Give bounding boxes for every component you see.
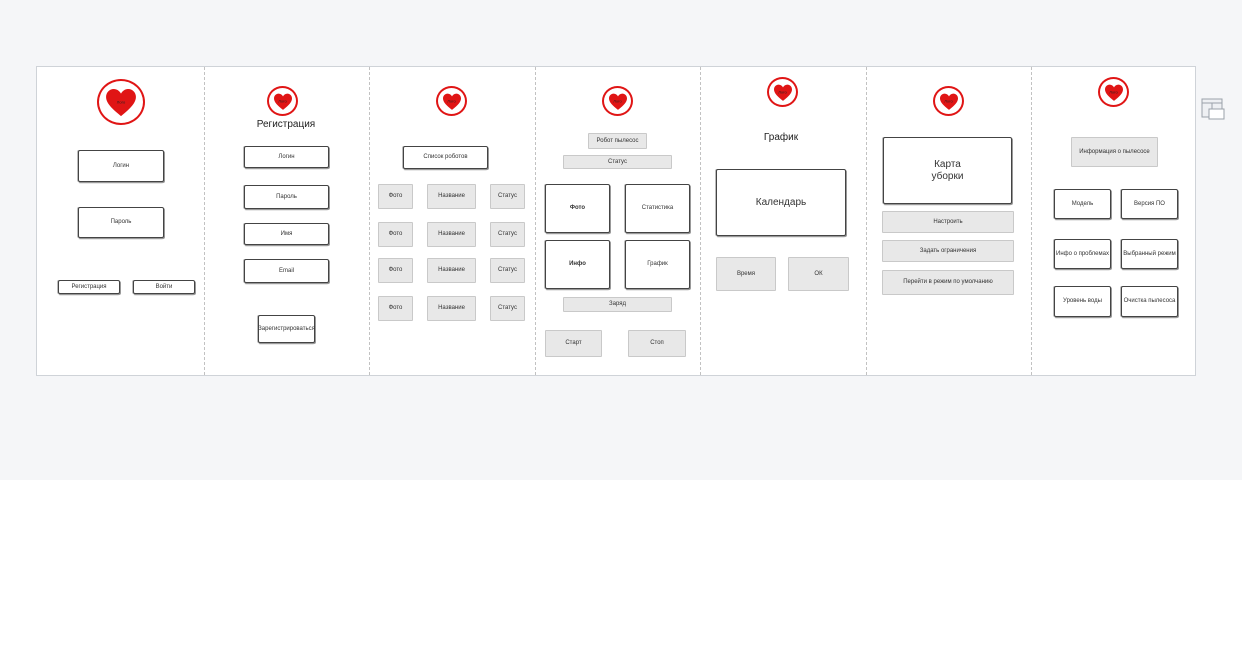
robots-list-button[interactable]: Список роботов xyxy=(403,146,488,169)
logo-text: Лого xyxy=(613,98,622,104)
logo-text: Лого xyxy=(447,98,456,104)
robot-header-label: Робот пылесос xyxy=(588,133,647,149)
logo: Лого xyxy=(933,86,964,116)
heart-icon xyxy=(106,88,136,117)
signin-button[interactable]: Войти xyxy=(133,280,195,294)
column-divider xyxy=(369,67,370,375)
vacuum-info-button[interactable]: Информация о пылесосе xyxy=(1071,137,1158,167)
password-field[interactable]: Пароль xyxy=(244,185,329,209)
robot-status: Статус xyxy=(490,184,525,209)
column-divider xyxy=(866,67,867,375)
logo-text: Лого xyxy=(778,89,787,95)
robot-status: Статус xyxy=(490,222,525,247)
page-title: График xyxy=(763,132,799,144)
page-title: Регистрация xyxy=(256,119,316,131)
robot-status-label: Статус xyxy=(563,155,672,169)
login-field[interactable]: Логин xyxy=(244,146,329,168)
cleaning-map[interactable]: Карта уборки xyxy=(883,137,1012,204)
logo-text: Лого xyxy=(116,99,126,105)
page-layout-icon[interactable] xyxy=(1201,98,1225,120)
water-level-tile[interactable]: Уровень воды xyxy=(1054,286,1111,317)
robot-photo: Фото xyxy=(378,258,413,283)
logo: Лого xyxy=(602,86,633,116)
robot-name[interactable]: Название xyxy=(427,222,476,247)
robot-name[interactable]: Название xyxy=(427,296,476,321)
column-divider xyxy=(204,67,205,375)
name-field[interactable]: Имя xyxy=(244,223,329,245)
login-field[interactable]: Логин xyxy=(78,150,164,182)
start-button[interactable]: Старт xyxy=(545,330,602,357)
heart-icon xyxy=(1104,84,1123,101)
default-mode-button[interactable]: Перейти в режим по умолчанию xyxy=(882,270,1014,295)
heart-icon xyxy=(442,93,461,110)
configure-button[interactable]: Настроить xyxy=(882,211,1014,233)
logo: Лого xyxy=(1098,77,1129,107)
logo: Лого xyxy=(267,86,298,116)
column-divider xyxy=(700,67,701,375)
schedule-tile[interactable]: График xyxy=(625,240,690,289)
robot-status: Статус xyxy=(490,296,525,321)
time-button[interactable]: Время xyxy=(716,257,776,291)
model-tile[interactable]: Модель xyxy=(1054,189,1111,219)
column-divider xyxy=(535,67,536,375)
register-button[interactable]: Регистрация xyxy=(58,280,120,294)
logo: Лого xyxy=(767,77,798,107)
firmware-version-tile[interactable]: Версия ПО xyxy=(1121,189,1178,219)
calendar[interactable]: Календарь xyxy=(716,169,846,236)
robot-name[interactable]: Название xyxy=(427,184,476,209)
ok-button[interactable]: ОК xyxy=(788,257,849,291)
robot-status: Статус xyxy=(490,258,525,283)
logo-text: Лого xyxy=(1109,89,1118,95)
robot-name[interactable]: Название xyxy=(427,258,476,283)
wireframe-board: Лого Логин Пароль Регистрация Войти Лого… xyxy=(36,66,1196,376)
set-limits-button[interactable]: Задать ограничения xyxy=(882,240,1014,262)
email-field[interactable]: Email xyxy=(244,259,329,283)
heart-icon xyxy=(939,93,958,110)
logo: Лого xyxy=(97,79,145,125)
submit-registration-button[interactable]: Зарегистрироваться xyxy=(258,315,315,343)
logo: Лого xyxy=(436,86,467,116)
password-field[interactable]: Пароль xyxy=(78,207,164,238)
robot-photo: Фото xyxy=(378,296,413,321)
vacuum-cleaning-tile[interactable]: Очистка пылесоса xyxy=(1121,286,1178,317)
photo-tile[interactable]: Фото xyxy=(545,184,610,233)
info-tile[interactable]: Инфо xyxy=(545,240,610,289)
problems-info-tile[interactable]: Инфо о проблемах xyxy=(1054,239,1111,269)
stop-button[interactable]: Стоп xyxy=(628,330,686,357)
logo-text: Лого xyxy=(278,98,287,104)
heart-icon xyxy=(608,93,627,110)
column-divider xyxy=(1031,67,1032,375)
robot-photo: Фото xyxy=(378,222,413,247)
logo-text: Лого xyxy=(944,98,953,104)
heart-icon xyxy=(773,84,792,101)
charge-label: Заряд xyxy=(563,297,672,312)
selected-mode-tile[interactable]: Выбранный режим xyxy=(1121,239,1178,269)
statistics-tile[interactable]: Статистика xyxy=(625,184,690,233)
heart-icon xyxy=(273,93,292,110)
robot-photo: Фото xyxy=(378,184,413,209)
